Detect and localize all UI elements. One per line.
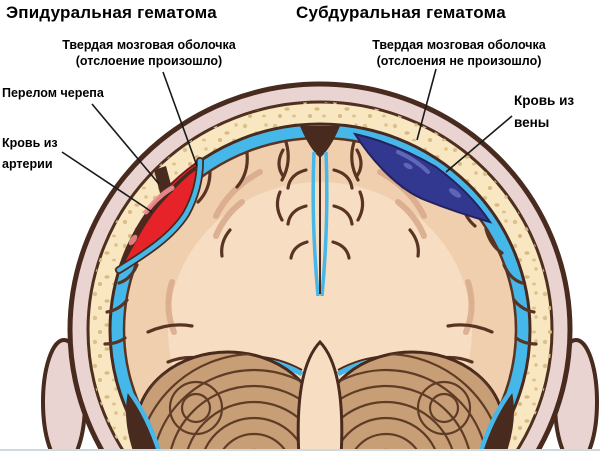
epidural-hematoma (115, 157, 204, 274)
brainstem-gap (296, 339, 344, 457)
pointer-lines (61, 68, 513, 213)
label-artery-blood: Кровь из артерии (2, 133, 58, 175)
pointer-dura-right (416, 68, 437, 141)
bottom-cut-line (0, 449, 600, 451)
label-dura-right-line2: (отслоения не произошло) (376, 54, 542, 68)
label-dura-left: Твердая мозговая оболочка (отслоение про… (58, 37, 240, 69)
bottom-margin (0, 451, 600, 457)
label-dura-right-line1: Твердая мозговая оболочка (372, 38, 546, 52)
label-dura-left-line1: Твердая мозговая оболочка (62, 38, 236, 52)
falx-fissure (300, 126, 340, 297)
cerebellum-region (126, 339, 514, 457)
label-artery-line2: артерии (2, 157, 53, 171)
subdural-hematoma (352, 132, 493, 224)
sagittal-sinus (300, 126, 340, 158)
detached-dura-csf (116, 158, 203, 273)
csf-pocket-right (482, 392, 514, 454)
pointer-skull-fracture (91, 103, 160, 185)
subdural-hematoma-shape (352, 132, 493, 224)
label-dura-right: Твердая мозговая оболочка (отслоения не … (366, 37, 552, 69)
csf-pocket-left (126, 392, 158, 454)
label-dura-left-line2: (отслоение произошло) (75, 54, 223, 68)
label-vein-line1: Кровь из (514, 93, 575, 108)
pointer-dura-left (162, 71, 198, 167)
epidural-dark-edge (117, 165, 198, 271)
title-epidural: Эпидуральная гематома (6, 3, 217, 22)
label-skull-fracture: Перелом черепа (2, 86, 104, 100)
label-vein-line2: вены (514, 115, 550, 130)
gyri-shading (165, 169, 475, 335)
pointer-artery-blood (61, 151, 153, 213)
pointer-vein-blood (445, 115, 513, 173)
title-subdural: Субдуральная гематома (296, 3, 506, 22)
label-vein-blood: Кровь из вены (514, 90, 574, 134)
label-artery-line1: Кровь из (2, 136, 58, 150)
